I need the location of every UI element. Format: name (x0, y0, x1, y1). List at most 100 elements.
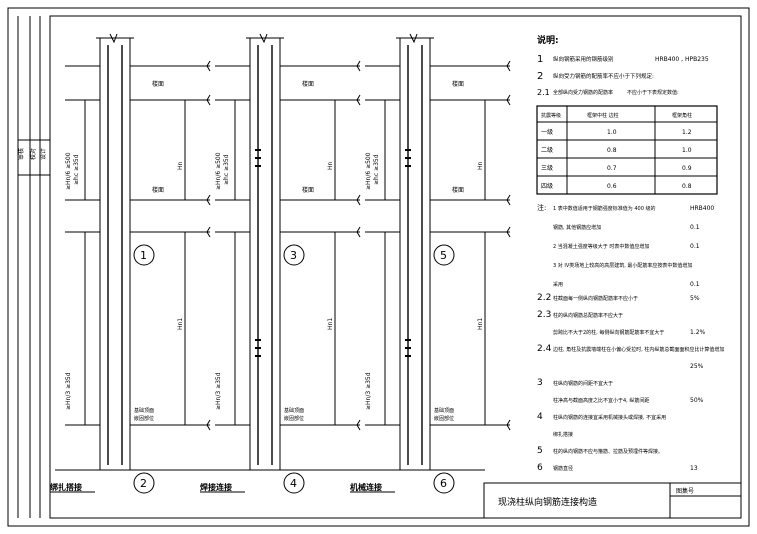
table-cell-2-2: 0.9 (682, 165, 692, 172)
detail-marker-5: 5 (433, 244, 455, 266)
note-2-num: 2 (537, 71, 543, 82)
floor-label-mid-1: 楼面 (152, 186, 164, 194)
dim-hn-1: Hn (177, 161, 184, 170)
more-note-text-6: 柱净高与截面高度之比不宜小于4, 纵筋间距 (553, 397, 649, 404)
table-header-3: 框架角柱 (672, 112, 692, 119)
footnote-4: 采用 (553, 281, 563, 288)
footnote-2: 2 当混凝土强度等级大于 时表中数值应增加 (553, 243, 649, 250)
dim-bot-3: ≥Hn/3 ≥35d (365, 372, 372, 410)
dim-top-1: ≥Hn/6 ≥500 (65, 152, 72, 190)
side-label-3: 设计 (39, 148, 47, 160)
base-label-1: 基础顶面 (134, 407, 154, 414)
dim-top-3: ≥Hn/6 ≥500 (365, 152, 372, 190)
svg-text:6: 6 (440, 477, 447, 490)
base-label-3: 基础顶面 (434, 407, 454, 414)
footnote-extra-1: 0.1 (690, 224, 700, 231)
more-note-text-5: 柱纵向钢筋的间距不宜大于 (553, 380, 613, 387)
footnote-0: 1 表中数值适用于钢筋强度标准值为 400 级的 (553, 205, 656, 212)
note-1-extra: HRB400 , HPB235 (655, 56, 709, 63)
notes-section: 说明: 1 纵向钢筋采用的钢筋级别 HRB400 , HPB235 2 纵向受力… (536, 34, 724, 473)
dim-hn-2: Hn (327, 161, 334, 170)
column-caption-3: 机械连接 (350, 482, 382, 492)
table-cell-3-0: 四级 (541, 182, 553, 190)
more-note-text-0: 柱截面每一侧纵向钢筋配筋率不应小于 (553, 295, 638, 302)
outer-border (7, 7, 750, 527)
more-note-extra-6: 50% (690, 397, 704, 404)
base-label-2: 基础顶面 (284, 407, 304, 414)
bottom-title-block: 现浇柱纵向钢筋连接构造 图集号 (483, 482, 742, 519)
side-label-2: 校对 (29, 148, 37, 160)
detail-marker-4: 4 (283, 472, 305, 494)
side-label-1: 审核 (17, 148, 25, 160)
dim-hn1-3: Hn1 (477, 318, 484, 330)
more-note-num-9: 5 (537, 446, 543, 456)
more-note-text-10: 钢筋直径 (553, 465, 573, 472)
base-label2-3: 嵌固部位 (434, 415, 454, 422)
more-note-text-3: 边柱, 角柱及抗震墙端柱在小偏心受拉时, 柱内纵筋总截面面积应比计算值增加 (553, 346, 724, 353)
footnote-1: 钢筋, 其他钢筋应增加 (553, 224, 601, 231)
table-cell-1-2: 1.0 (682, 147, 692, 154)
dim-bot-2: ≥Hn/3 ≥35d (215, 372, 222, 410)
column-detail-3: ≥Hn/6 ≥500≥hc ≥35d≥Hn/3 ≥35dHnHn1楼面楼面基础顶… (350, 33, 511, 494)
more-note-num-0: 2.2 (537, 293, 551, 303)
note-1-num: 1 (537, 54, 543, 65)
column-detail-2: ≥Hn/6 ≥500≥hc ≥35d≥Hn/3 ≥35dHnHn1楼面楼面基础顶… (200, 33, 361, 494)
column-detail-1: ≥Hn/6 ≥500≥hc ≥35d≥Hn/3 ≥35dHnHn1楼面楼面基础顶… (50, 33, 211, 494)
more-note-text-7: 柱纵向钢筋的连接宜采用机械接头或焊接, 不宜采用 (553, 414, 666, 421)
base-label2-1: 嵌固部位 (134, 415, 154, 422)
side-title-block: 审核 校对 设计 (17, 16, 50, 518)
table-cell-3-2: 0.8 (682, 183, 692, 190)
footnote-3: 3 对 IV类场地上较高的高层建筑, 最小配筋率应按表中数值增加 (553, 262, 692, 269)
table-header-2: 框架中柱 边柱 (587, 112, 619, 119)
table-cell-1-1: 0.8 (607, 147, 617, 154)
more-note-num-7: 4 (537, 412, 543, 422)
more-note-extra-0: 5% (690, 295, 700, 302)
note-21-num: 2.1 (537, 88, 550, 97)
table-cell-2-0: 三级 (541, 164, 553, 172)
table-cell-0-1: 1.0 (607, 129, 617, 136)
floor-label-mid-2: 楼面 (302, 186, 314, 194)
dim-top-b-2: ≥hc ≥35d (223, 154, 230, 185)
detail-marker-2: 2 (133, 472, 155, 494)
svg-text:2: 2 (140, 477, 147, 490)
drawing-title: 现浇柱纵向钢筋连接构造 (498, 496, 597, 508)
table-cell-3-1: 0.6 (607, 183, 617, 190)
more-note-extra-4: 25% (690, 363, 704, 370)
more-note-text-2: 剪跨比不大于2的柱, 每侧纵向钢筋配筋率不宜大于 (553, 329, 664, 336)
table-cell-0-0: 一级 (541, 128, 553, 136)
footnote-extra-4: 0.1 (690, 281, 700, 288)
table-cell-2-1: 0.7 (607, 165, 617, 172)
detail-marker-3: 3 (283, 244, 305, 266)
dim-hn1-1: Hn1 (177, 318, 184, 330)
footnote-label: 注: (537, 203, 546, 212)
dim-top-b-3: ≥hc ≥35d (373, 154, 380, 185)
note-2-text: 纵向受力钢筋的配筋率不应小于下列规定: (553, 72, 654, 80)
more-note-extra-10: 13 (690, 465, 698, 472)
more-note-text-1: 柱的纵向钢筋总配筋率不应大于 (553, 312, 623, 319)
more-note-num-3: 2.4 (537, 344, 552, 354)
more-note-text-9: 柱的纵向钢筋不应与箍筋、拉筋及预埋件等焊接。 (553, 448, 663, 455)
more-note-extra-2: 1.2% (690, 329, 706, 336)
svg-text:1: 1 (140, 249, 147, 262)
dim-top-b-1: ≥hc ≥35d (73, 154, 80, 185)
note-21-extra: 不应小于下表规定数值: (627, 89, 679, 96)
footnote-extra-0: HRB400 (690, 205, 714, 212)
detail-marker-6: 6 (433, 472, 455, 494)
dim-top-2: ≥Hn/6 ≥500 (215, 152, 222, 190)
floor-label-2: 楼面 (302, 80, 314, 88)
more-note-num-1: 2.3 (537, 310, 551, 320)
inner-border (49, 15, 742, 519)
notes-header: 说明: (537, 34, 559, 46)
note-21-text: 全部纵向受力钢筋的配筋率 (553, 89, 613, 96)
note-1-text: 纵向钢筋采用的钢筋级别 (553, 55, 614, 63)
more-note-num-5: 3 (537, 378, 543, 388)
column-caption-2: 焊接连接 (200, 482, 232, 492)
floor-label-mid-3: 楼面 (452, 186, 464, 194)
table-cell-0-2: 1.2 (682, 129, 692, 136)
footnote-extra-2: 0.1 (690, 243, 700, 250)
floor-label-1: 楼面 (152, 80, 164, 88)
column-caption-1: 绑扎搭接 (50, 482, 82, 492)
more-note-text-8: 绑扎搭接 (553, 431, 573, 438)
svg-text:3: 3 (290, 249, 297, 262)
